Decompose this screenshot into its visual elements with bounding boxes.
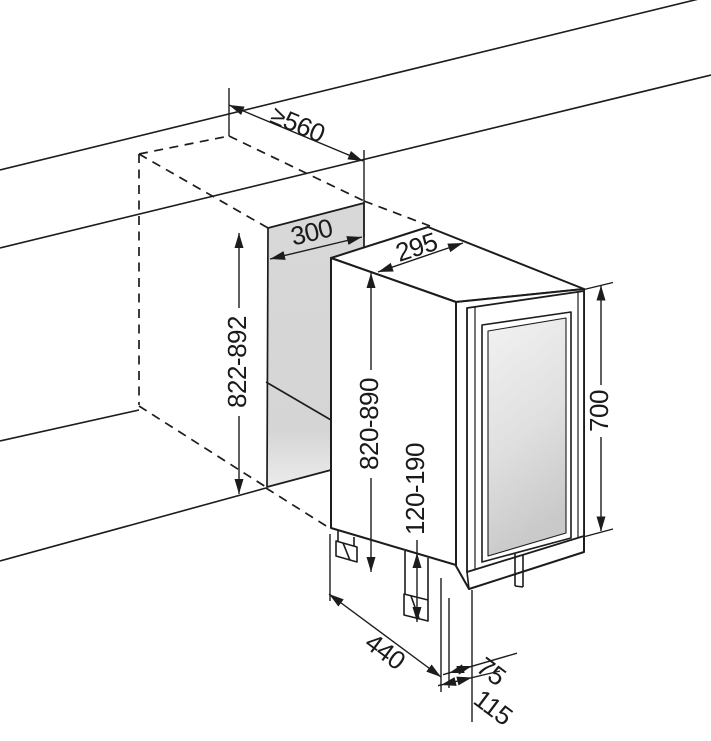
dimension-label-door-depth: 115 [468, 683, 518, 731]
dimension-label-appliance-depth: 440 [360, 627, 412, 676]
dimension-appliance-height: 820-890 [354, 273, 384, 572]
dimension-plinth-height: 120-190 [400, 443, 430, 622]
dimension-label-appliance-height: 820-890 [354, 378, 384, 470]
niche-dashed-outline [138, 135, 431, 530]
door-glass [487, 317, 567, 557]
dimension-label-door-height: 700 [584, 390, 614, 432]
appliance [330, 226, 585, 590]
counter-outline [0, 0, 711, 562]
appliance-side-face [330, 257, 457, 566]
niche-back-floor-edge [265, 381, 332, 421]
dimension-niche-height: 822-892 [222, 233, 252, 494]
dimension-label-niche-depth: ≥560 [266, 99, 329, 148]
dimension-label-niche-height: 822-892 [222, 316, 252, 408]
dimension-door-height: 700 [583, 281, 614, 538]
dimension-label-plinth-height: 120-190 [400, 443, 430, 535]
